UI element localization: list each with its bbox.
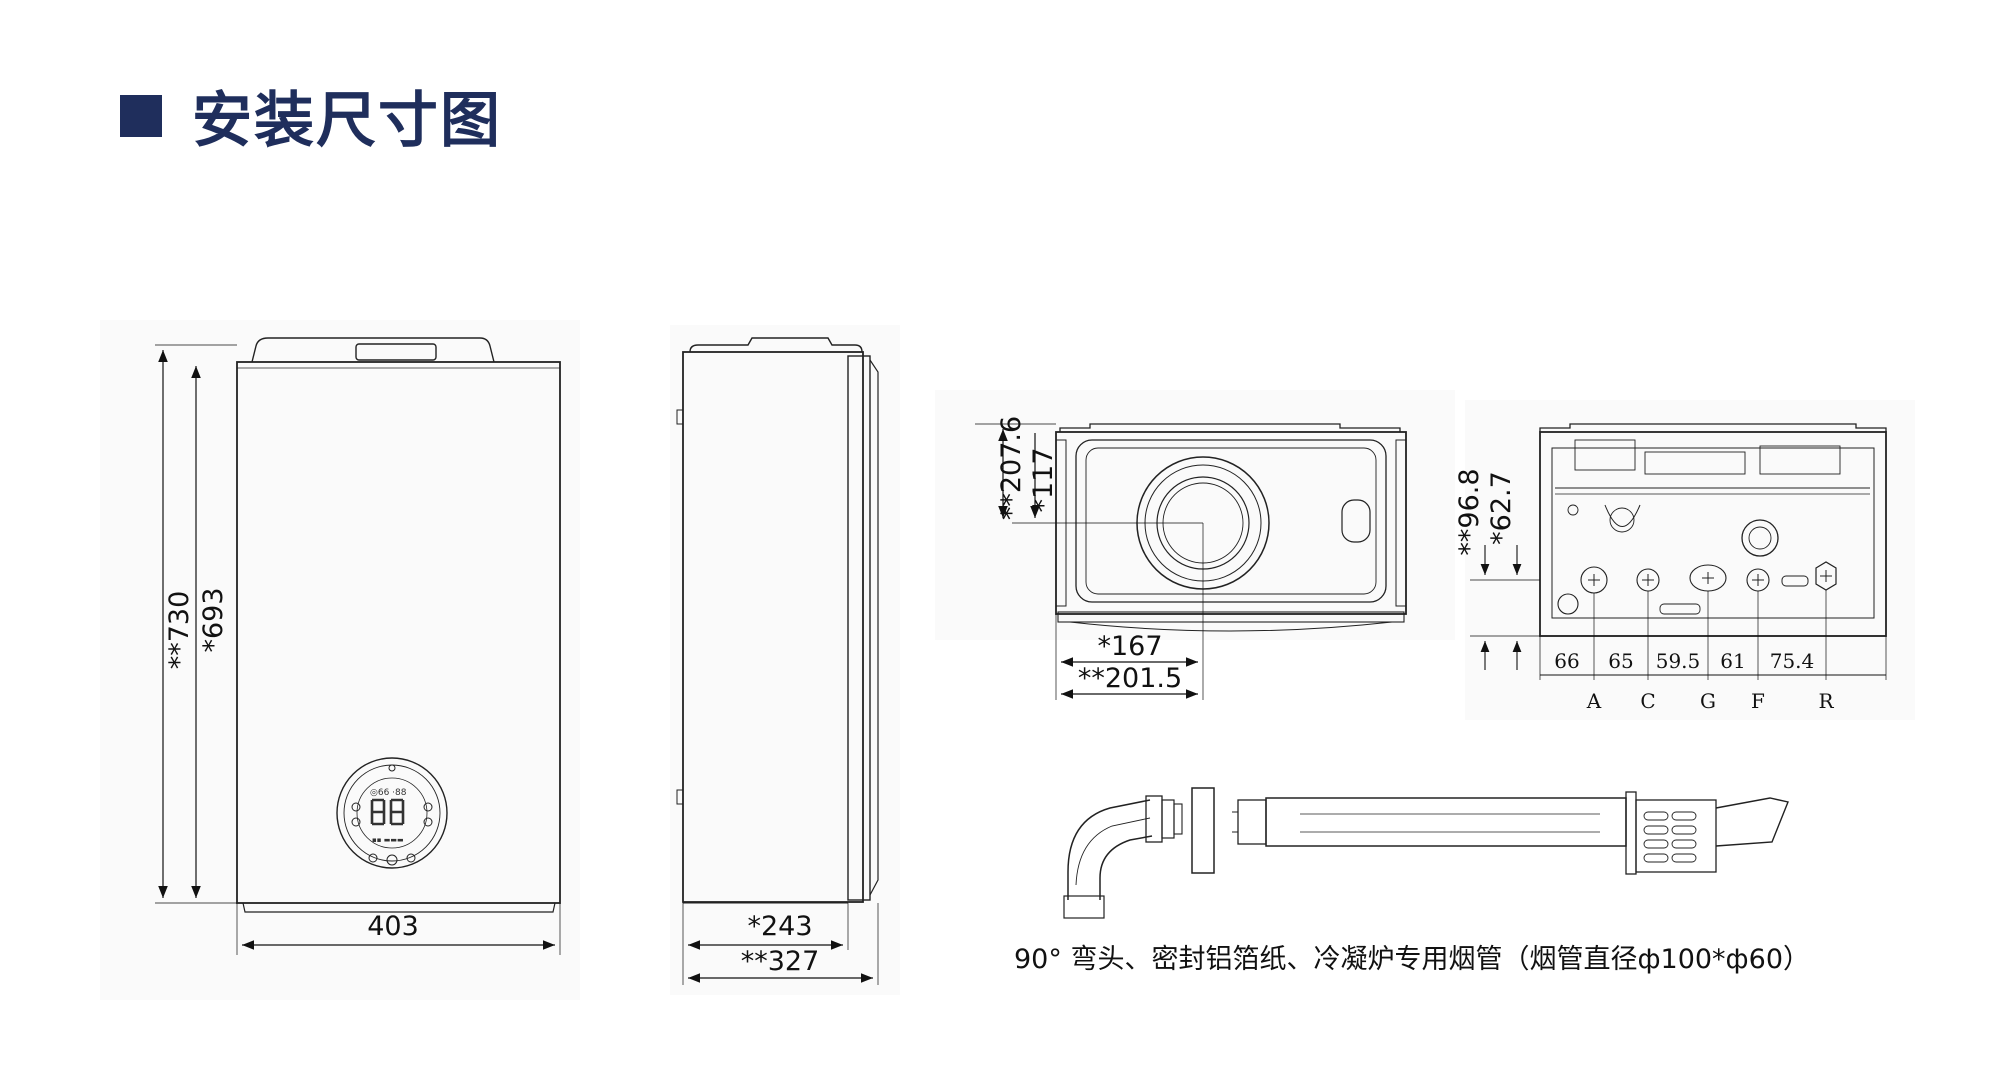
control-panel: ◎66 ·88 ▪▪ ▬▬▬ [336,757,448,869]
spacing-label: 75.4 [1770,649,1815,673]
top-dimensions [975,423,1204,700]
top-horizontal-inner-label: *167 [1097,631,1162,662]
accessories-caption: 90° 弯头、密封铝箔纸、冷凝炉专用烟管（烟管直径ф100*ф60） [1014,944,1810,975]
connection-letter: F [1751,689,1765,713]
side-depth-inner-label: *243 [747,911,812,942]
accessories [1063,787,1789,919]
bottom-spacing-labels: 66 65 59.5 61 75.4 [1554,649,1814,673]
bottom-vertical-outer-label: **96.8 [1454,468,1485,555]
spacing-label: 61 [1720,649,1745,673]
flue-pipe-icon [1232,791,1789,875]
svg-text:▪▪ ▬▬▬: ▪▪ ▬▬▬ [372,836,404,844]
top-horizontal-outer-label: **201.5 [1078,663,1182,694]
top-vertical-outer-label: **207.6 [996,416,1027,520]
spacing-label: 66 [1554,649,1579,673]
front-casing-outline [236,361,561,904]
connection-letter: A [1586,689,1602,713]
front-width-label: 403 [367,911,419,942]
bottom-vertical-inner-label: *62.7 [1486,471,1517,545]
spacing-label: 59.5 [1656,649,1701,673]
svg-text:◎66 ·88: ◎66 ·88 [370,788,407,798]
side-dimensions [682,903,879,985]
side-depth-outer-label: **327 [741,946,820,977]
page-title: 安装尺寸图 [192,86,502,156]
front-dimensions [155,344,561,955]
front-height-outer-label: **730 [164,591,195,670]
connection-letter: C [1640,689,1655,713]
front-height-inner-label: *693 [198,587,229,652]
spacing-label: 65 [1608,649,1633,673]
side-view [670,325,900,995]
connection-letter: G [1700,689,1716,713]
display-digits [370,798,405,826]
connection-letter: R [1818,689,1834,713]
side-casing-outline [682,351,864,903]
port-extension-lines [1539,590,1887,680]
sealing-foil-icon [1191,787,1215,874]
elbow-90-icon [1063,795,1183,919]
top-vertical-inner-label: *117 [1028,447,1059,512]
title-square-icon [120,94,162,137]
bottom-dimensions [1470,545,1887,680]
front-view: ◎66 ·88 ▪▪ ▬▬▬ [100,320,580,1000]
top-view [935,390,1455,640]
section-title: 安装尺寸图 [120,72,502,159]
connection-letters: A C G F R [1586,689,1835,713]
